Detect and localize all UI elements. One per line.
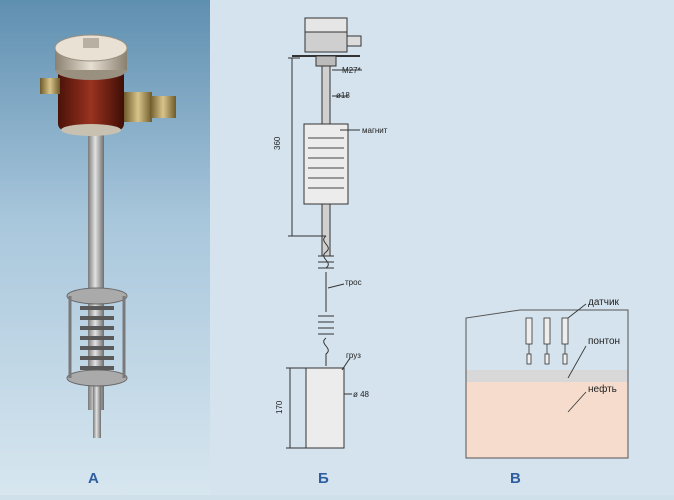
leader-cable xyxy=(327,283,345,289)
weight-label: груз xyxy=(346,351,361,360)
sensor-1-weight xyxy=(526,353,532,365)
leader-sensor xyxy=(567,303,587,319)
cap-bolt-shape xyxy=(83,38,99,48)
magnet-label: магнит xyxy=(362,126,388,135)
panel-a-label: А xyxy=(88,470,99,487)
rod-tip-shape xyxy=(93,380,101,438)
thread-label: M27* xyxy=(342,66,361,75)
panel-b-label: Б xyxy=(318,470,329,487)
tank-outline-shape xyxy=(465,309,629,459)
spring-shape xyxy=(80,306,114,370)
lower-knot-shape xyxy=(318,315,334,335)
left-fitting-shape xyxy=(40,78,60,94)
panel-c-tank: датчик понтон нефть xyxy=(465,297,629,459)
upper-knot-shape xyxy=(318,255,334,269)
pontoon-label: понтон xyxy=(588,336,620,347)
thread-shape xyxy=(315,55,337,67)
right-nut-shape xyxy=(150,96,176,118)
housing-body-shape xyxy=(58,68,124,130)
panel-c-label: В xyxy=(510,470,521,487)
lower-hook-shape xyxy=(323,337,329,366)
panel-a-photo xyxy=(0,0,210,495)
sensor-3-shape xyxy=(561,317,569,345)
leader-oil xyxy=(567,391,587,413)
drawing-cage-shape xyxy=(303,123,349,205)
right-fitting-shape xyxy=(124,92,152,122)
upper-hook-shape xyxy=(323,235,329,269)
sensor-2-weight xyxy=(544,353,550,365)
oil-area-shape xyxy=(466,382,628,458)
head-top-shape xyxy=(304,17,348,33)
drawing-spring-shape xyxy=(308,137,344,189)
cage-top-shape xyxy=(66,287,128,305)
housing-ring-shape xyxy=(61,124,121,136)
leader-weight xyxy=(341,357,351,371)
sensor-1-shape xyxy=(525,317,533,345)
sensor-label: датчик xyxy=(588,297,620,308)
height-bottom-label: 170 xyxy=(275,400,284,414)
pontoon-shape xyxy=(466,370,628,382)
weight-shape xyxy=(305,367,345,449)
leader-pontoon xyxy=(567,345,587,379)
height-top-label: 360 xyxy=(273,136,282,150)
sensor-3-weight xyxy=(562,353,568,365)
oil-label: нефть xyxy=(588,383,617,395)
sensor-2-shape xyxy=(543,317,551,345)
head-body-shape xyxy=(304,31,348,53)
rod-dia-label: ø18 xyxy=(336,91,350,100)
cable-label: трос xyxy=(345,278,362,287)
head-fitting-shape xyxy=(346,35,362,47)
sensor-photo-illustration xyxy=(40,34,176,438)
weight-dia-label: ø 48 xyxy=(353,390,370,399)
